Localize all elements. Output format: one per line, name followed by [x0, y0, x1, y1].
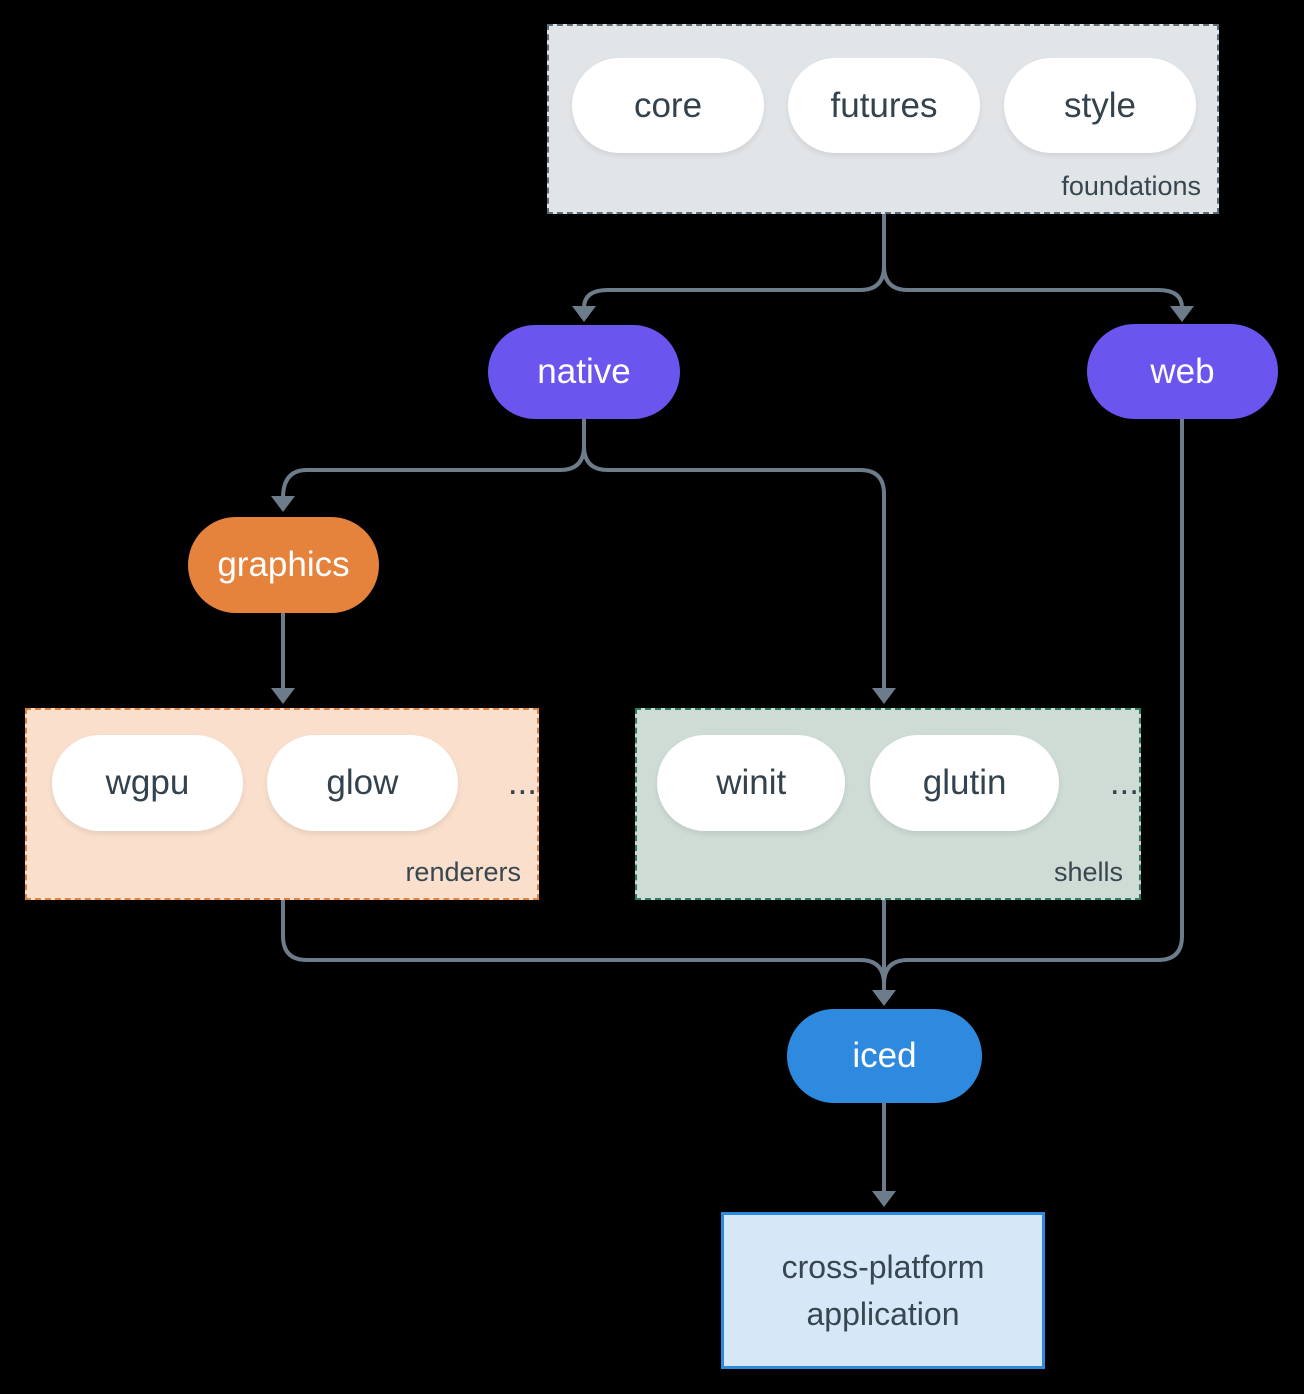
node-iced: iced	[787, 1009, 982, 1103]
shells-pills: winit glutin ...	[637, 710, 1139, 831]
node-native: native	[488, 325, 680, 419]
renderers-group-box: wgpu glow ... renderers	[25, 708, 539, 900]
shells-ellipsis: ...	[1109, 763, 1139, 802]
shells-group-box: winit glutin ... shells	[635, 708, 1141, 900]
pill-core: core	[572, 58, 764, 153]
application-line2: application	[806, 1295, 960, 1332]
foundations-group-box: core futures style foundations	[547, 24, 1219, 214]
application-line1: cross-platform	[781, 1248, 985, 1285]
node-graphics: graphics	[188, 517, 379, 613]
pill-glow: glow	[266, 735, 458, 831]
pill-wgpu: wgpu	[52, 735, 243, 831]
shells-label: shells	[1053, 857, 1123, 887]
foundations-pills: core futures style	[549, 26, 1217, 153]
pill-futures: futures	[788, 58, 980, 153]
application-box: cross-platform application	[721, 1212, 1045, 1369]
renderers-label: renderers	[405, 857, 521, 887]
pill-winit: winit	[657, 735, 846, 831]
foundations-label: foundations	[1061, 171, 1201, 201]
renderers-pills: wgpu glow ...	[27, 710, 537, 831]
renderers-ellipsis: ...	[507, 763, 537, 802]
node-web: web	[1087, 324, 1278, 419]
pill-style: style	[1004, 58, 1196, 153]
pill-glutin: glutin	[870, 735, 1059, 831]
connector-lines	[281, 214, 1184, 1191]
